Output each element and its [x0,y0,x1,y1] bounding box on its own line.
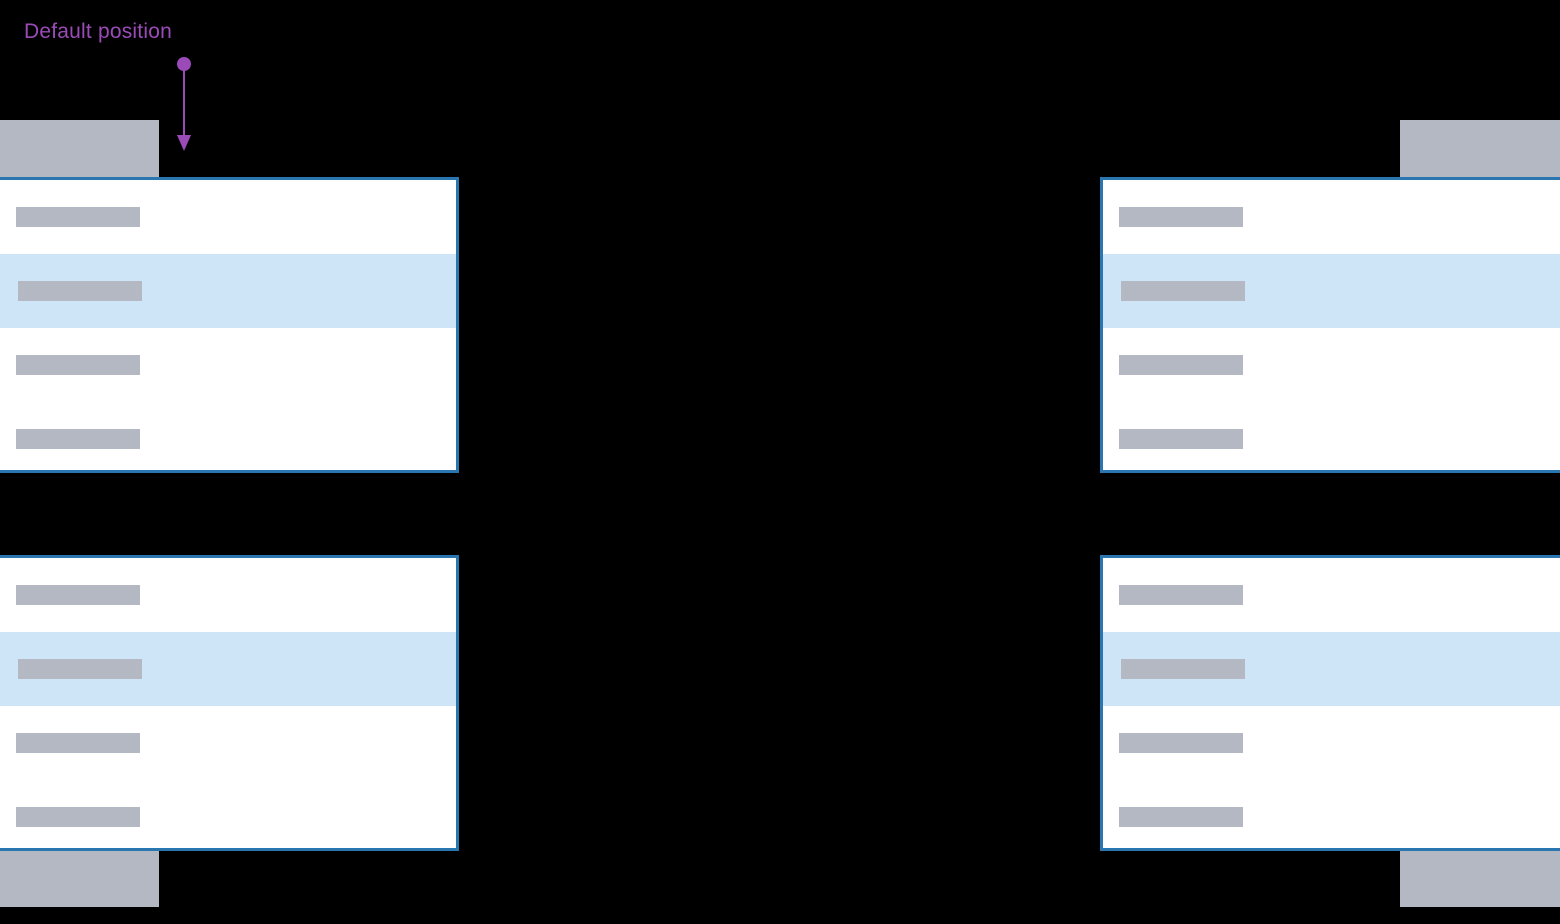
gray-block-top-left [0,120,159,177]
panel-bottom-right [1100,555,1560,851]
list-item[interactable] [0,632,456,706]
gray-block-bottom-left [0,851,159,907]
placeholder-bar [16,733,140,753]
list-item[interactable] [0,558,456,632]
placeholder-bar [18,659,142,679]
list-item[interactable] [1103,402,1560,470]
list-item[interactable] [0,402,456,470]
gray-block-bottom-right [1400,851,1560,907]
placeholder-bar [1121,659,1245,679]
list-item[interactable] [0,706,456,780]
list-item[interactable] [1103,254,1560,328]
gray-block-top-right [1400,120,1560,177]
list-item[interactable] [0,254,456,328]
placeholder-bar [1119,429,1243,449]
list-item[interactable] [1103,632,1560,706]
list-item[interactable] [1103,706,1560,780]
placeholder-bar [16,585,140,605]
placeholder-bar [1119,807,1243,827]
placeholder-bar [16,429,140,449]
list-item[interactable] [1103,180,1560,254]
panel-top-right [1100,177,1560,473]
placeholder-bar [1119,207,1243,227]
placeholder-bar [18,281,142,301]
list-item[interactable] [0,780,456,848]
placeholder-bar [1119,585,1243,605]
list-item[interactable] [1103,780,1560,848]
placeholder-bar [1121,281,1245,301]
placeholder-bar [16,355,140,375]
down-arrow-icon [177,57,191,151]
placeholder-bar [1119,355,1243,375]
list-item[interactable] [1103,328,1560,402]
panel-top-left [0,177,459,473]
list-item[interactable] [0,328,456,402]
annotation-label: Default position [24,20,172,43]
placeholder-bar [16,807,140,827]
list-item[interactable] [1103,558,1560,632]
panel-bottom-left [0,555,459,851]
placeholder-bar [16,207,140,227]
placeholder-bar [1119,733,1243,753]
list-item[interactable] [0,180,456,254]
